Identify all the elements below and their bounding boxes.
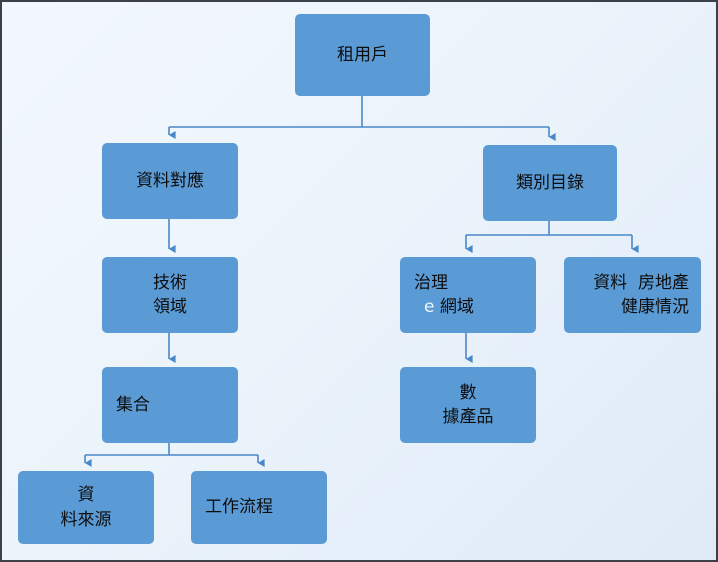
node-data-source-line-0: 資 bbox=[77, 485, 95, 506]
node-technical-domain-line-0: 技術 bbox=[153, 272, 187, 293]
node-data-source-line-1: 料來源 bbox=[60, 509, 112, 530]
node-workflow[interactable]: 工作流程 bbox=[191, 471, 327, 544]
node-data-product-line-1: 據產品 bbox=[442, 407, 494, 427]
node-data-estate-line-0: 資料 房地產 bbox=[593, 272, 689, 293]
node-category-catalog-line-0: 類別目錄 bbox=[516, 172, 584, 193]
node-data-product-line-0: 數 bbox=[459, 382, 477, 403]
node-data-estate-line-1: 健康情況 bbox=[621, 297, 689, 317]
node-data-mapping[interactable]: 資料對應 bbox=[102, 143, 238, 219]
node-data-source[interactable]: 資 料來源 bbox=[18, 471, 154, 544]
node-governance-domain-line-0: 治理 bbox=[414, 272, 448, 293]
node-root-line-0: 租用戶 bbox=[337, 44, 388, 65]
node-data-estate[interactable]: 資料 房地產 健康情況 bbox=[564, 257, 701, 333]
node-workflow-line-0: 工作流程 bbox=[205, 497, 273, 518]
node-data-product[interactable]: 數 據產品 bbox=[400, 367, 536, 443]
node-governance-domain[interactable]: 治理 e 網域 bbox=[400, 257, 536, 333]
node-category-catalog[interactable]: 類別目錄 bbox=[483, 145, 617, 221]
governance-accent-token: e bbox=[424, 297, 435, 317]
node-technical-domain[interactable]: 技術 領域 bbox=[102, 257, 238, 333]
node-root[interactable]: 租用戶 bbox=[295, 14, 430, 96]
node-data-mapping-line-0: 資料對應 bbox=[136, 170, 204, 191]
node-collection-line-0: 集合 bbox=[116, 394, 150, 415]
node-technical-domain-line-1: 領域 bbox=[153, 297, 187, 317]
node-governance-domain-line-1: e 網域 bbox=[424, 297, 474, 317]
node-collection[interactable]: 集合 bbox=[102, 367, 238, 443]
